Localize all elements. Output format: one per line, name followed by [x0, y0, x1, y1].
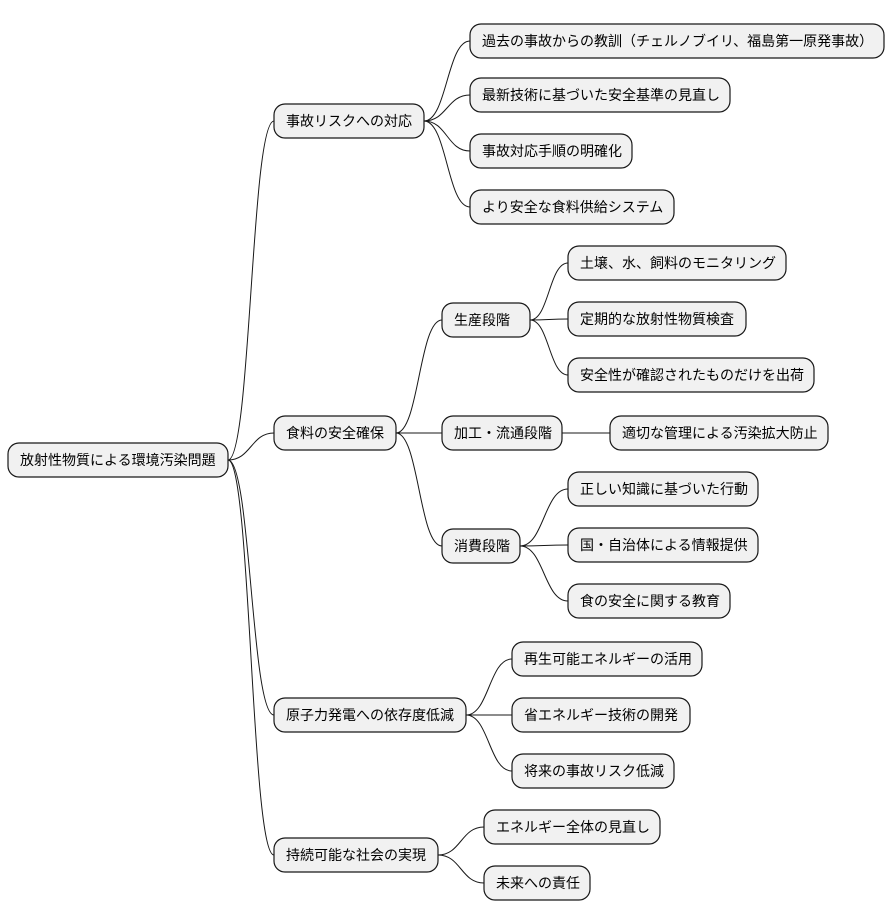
node-box [567, 471, 759, 507]
node-root-children-1-children-2: 消費段階 [441, 528, 521, 564]
edge-root-children-0-children-3 [423, 120, 471, 208]
node-label: 原子力発電への依存度低減 [286, 707, 454, 724]
node-label: 定期的な放射性物質検査 [580, 312, 734, 328]
node-box [609, 415, 829, 451]
node-box [469, 133, 633, 169]
node-root-children-3-children-1: 未来への責任 [483, 865, 591, 901]
node-root-children-0-children-3: より安全な食料供給システム [469, 189, 675, 225]
edge-root-children-0-children-2 [423, 120, 471, 152]
node-root-children-1-children-1: 加工・流通段階 [441, 415, 563, 451]
node-box [273, 415, 397, 451]
edge-root-children-0-children-1 [423, 94, 471, 122]
node-box [273, 697, 467, 733]
node-box [511, 641, 703, 677]
node-label: より安全な食料供給システム [482, 199, 663, 216]
node-label: 再生可能エネルギーの活用 [524, 652, 692, 668]
node-root-children-1-children-1-children-0: 適切な管理による汚染拡大防止 [609, 415, 829, 451]
edge-root-children-1-children-0 [395, 319, 443, 434]
node-box [567, 527, 759, 563]
node-box [567, 245, 787, 281]
node-box [441, 528, 521, 564]
edge-root-children-1-children-2-children-0 [519, 488, 569, 547]
node-label: 持続可能な社会の実現 [286, 847, 426, 864]
node-root-children-3-children-0: エネルギー全体の見直し [483, 809, 661, 845]
node-box [469, 77, 731, 113]
node-label: 食料の安全確保 [286, 425, 384, 442]
edge-root-children-3 [227, 459, 275, 856]
node-box [441, 415, 563, 451]
node-label: エネルギー全体の見直し [496, 819, 650, 836]
node-root-children-1-children-0-children-2: 安全性が確認されたものだけを出荷 [567, 357, 815, 393]
node-box [483, 865, 591, 901]
edge-root-children-2 [227, 459, 275, 716]
node-root-children-1-children-0-children-1: 定期的な放射性物質検査 [567, 301, 747, 337]
edge-root-children-2-children-0 [465, 658, 513, 716]
edge-root-children-1-children-2-children-1 [519, 544, 569, 547]
edge-root-children-1-children-2-children-2 [519, 545, 569, 602]
node-root-children-2: 原子力発電への依存度低減 [273, 697, 467, 733]
node-label: 将来の事故リスク低減 [524, 763, 664, 780]
node-label: 事故リスクへの対応 [286, 114, 412, 130]
edge-root-children-1-children-0-children-0 [529, 262, 569, 321]
node-box [511, 753, 675, 789]
node-root-children-3: 持続可能な社会の実現 [273, 837, 439, 873]
node-box [567, 357, 815, 393]
node-box [567, 583, 731, 619]
node-label: 適切な管理による汚染拡大防止 [622, 425, 818, 442]
node-label: 土壌、水、飼料のモニタリング [580, 256, 776, 272]
node-label: 消費段階 [454, 539, 510, 555]
node-label: 未来への責任 [496, 876, 580, 892]
edge-root-children-0-children-0 [423, 40, 471, 122]
node-box [469, 23, 885, 59]
node-box [273, 103, 425, 139]
node-label: 事故対応手順の明確化 [482, 144, 622, 160]
node-root-children-1-children-2-children-0: 正しい知識に基づいた行動 [567, 471, 759, 507]
node-root-children-2-children-0: 再生可能エネルギーの活用 [511, 641, 703, 677]
node-label: 国・自治体による情報提供 [580, 538, 748, 554]
node-root: 放射性物質による環境汚染問題 [7, 442, 229, 478]
node-root-children-1-children-2-children-2: 食の安全に関する教育 [567, 583, 731, 619]
node-label: 過去の事故からの教訓（チェルノブイリ、福島第一原発事故） [482, 33, 873, 50]
node-label: 放射性物質による環境汚染問題 [20, 453, 216, 469]
edge-root-children-1-children-0-children-1 [529, 318, 569, 321]
node-root-children-2-children-2: 将来の事故リスク低減 [511, 753, 675, 789]
node-box [511, 697, 691, 733]
node-box [441, 302, 531, 338]
node-label: 最新技術に基づいた安全基準の見直し [482, 87, 720, 104]
edge-root-children-1 [227, 432, 275, 461]
edge-root-children-2-children-2 [465, 714, 513, 772]
node-root-children-1-children-0-children-0: 土壌、水、飼料のモニタリング [567, 245, 787, 281]
node-root-children-0-children-0: 過去の事故からの教訓（チェルノブイリ、福島第一原発事故） [469, 23, 885, 59]
edge-root-children-1-children-0-children-2 [529, 319, 569, 376]
edge-root-children-0 [227, 120, 275, 461]
node-box [469, 189, 675, 225]
node-root-children-1: 食料の安全確保 [273, 415, 397, 451]
edge-root-children-3-children-1 [437, 854, 485, 884]
node-root-children-1-children-2-children-1: 国・自治体による情報提供 [567, 527, 759, 563]
mindmap-nodes: 放射性物質による環境汚染問題 事故リスクへの対応 過去の事故からの教訓（チェルノブイ… [7, 23, 885, 901]
edge-root-children-1-children-2 [395, 432, 443, 547]
node-label: 省エネルギー技術の開発 [524, 708, 678, 724]
node-label: 食の安全に関する教育 [580, 593, 720, 610]
node-root-children-0: 事故リスクへの対応 [273, 103, 425, 139]
node-box [483, 809, 661, 845]
node-root-children-1-children-0: 生産段階 [441, 302, 531, 338]
node-box [567, 301, 747, 337]
node-label: 生産段階 [454, 313, 510, 329]
node-root-children-0-children-2: 事故対応手順の明確化 [469, 133, 633, 169]
edge-root-children-3-children-0 [437, 826, 485, 856]
node-root-children-2-children-1: 省エネルギー技術の開発 [511, 697, 691, 733]
node-box [273, 837, 439, 873]
node-label: 正しい知識に基づいた行動 [580, 481, 748, 498]
node-label: 加工・流通段階 [454, 426, 552, 442]
mindmap-connectors [227, 40, 610, 884]
node-box [7, 442, 229, 478]
node-label: 安全性が確認されたものだけを出荷 [580, 367, 804, 384]
node-root-children-0-children-1: 最新技術に基づいた安全基準の見直し [469, 77, 731, 113]
